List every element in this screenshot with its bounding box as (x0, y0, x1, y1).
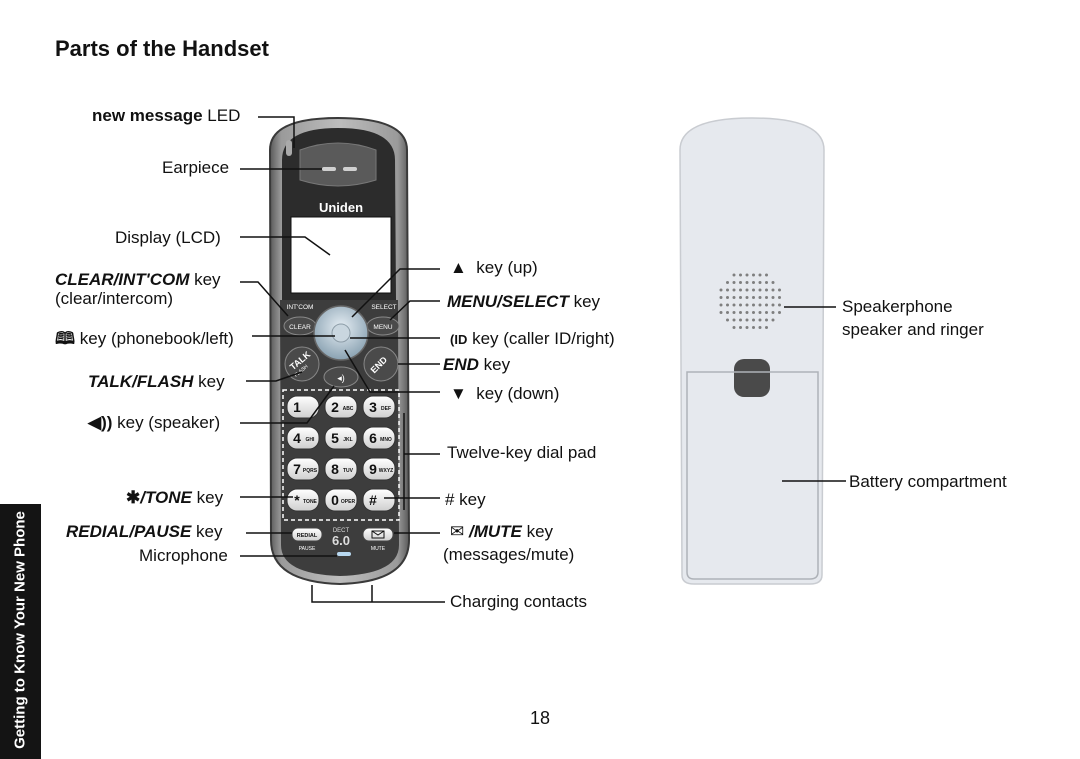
svg-text:WXYZ: WXYZ (379, 468, 393, 474)
dial-key-3: 3 DEF (362, 395, 396, 419)
callout-speakerphone: Speakerphone (842, 297, 953, 316)
microphone (337, 552, 351, 556)
svg-text:JKL: JKL (343, 437, 352, 443)
side-tab (0, 504, 41, 759)
svg-text:TUV: TUV (343, 468, 354, 474)
svg-text:GHI: GHI (306, 437, 316, 443)
svg-text:6: 6 (369, 430, 377, 446)
speaker-icon: ◀)) (88, 413, 113, 432)
svg-text:2: 2 (331, 399, 339, 415)
svg-text:0: 0 (331, 492, 339, 508)
dial-key-8: 8 TUV (324, 457, 358, 481)
redial-key (291, 527, 323, 542)
page-title: Parts of the Handset (55, 36, 269, 61)
svg-text:7: 7 (293, 461, 301, 477)
svg-text:DECT: DECT (333, 528, 350, 534)
svg-text:◂): ◂) (337, 373, 345, 383)
callout-phonebook: 🕮 key (phonebook/left) (55, 329, 234, 348)
battery-latch (734, 359, 770, 397)
svg-text:9: 9 (369, 461, 377, 477)
callout-menu-key: MENU/SELECT key (447, 292, 601, 311)
dialpad-outline (282, 389, 400, 521)
talk-key (284, 346, 320, 382)
dial-key-4: 4 GHI (286, 426, 320, 450)
svg-text:ABC: ABC (343, 406, 354, 412)
envelope-icon: ✉ (450, 522, 465, 541)
callout-charging: Charging contacts (450, 592, 588, 611)
svg-text:#: # (369, 492, 377, 508)
callout-mute-key: ✉ /MUTE key (450, 522, 554, 541)
callout-hash: # key (445, 490, 486, 509)
side-tab-label: Getting to Know Your New Phone (11, 511, 29, 749)
svg-text:MENU: MENU (373, 324, 392, 331)
page-number: 18 (530, 708, 551, 728)
callout-up-key: ▲ key (up) (450, 258, 538, 277)
callout-dialpad: Twelve-key dial pad (447, 443, 597, 462)
phonebook-icon: 🕮 (55, 329, 76, 348)
dial-key-star: *TONE (286, 488, 320, 512)
svg-text:OPER: OPER (341, 499, 356, 505)
dial-key-1: 1 (286, 395, 320, 419)
svg-text:TONE: TONE (303, 499, 317, 505)
callout-clear-key-sub: (clear/intercom) (55, 289, 174, 308)
earpiece (299, 142, 377, 187)
callout-clear-key: CLEAR/INT'COM key (55, 270, 221, 289)
lcd-display (290, 216, 392, 294)
callerid-icon: (ID (450, 332, 468, 347)
battery-cover (686, 371, 819, 580)
svg-text:CLEAR: CLEAR (289, 324, 311, 331)
callout-talk-key: TALK/FLASH key (88, 372, 225, 391)
callout-redial-key: REDIAL/PAUSE key (66, 522, 223, 541)
callout-speaker: ◀)) key (speaker) (88, 413, 221, 432)
callout-down-key: ▼ key (down) (450, 384, 560, 403)
callout-end-key: END key (443, 355, 511, 374)
dial-key-hash: # (362, 488, 396, 512)
led (286, 140, 292, 156)
speaker-key (323, 366, 359, 388)
up-arrow-icon: ▲ (450, 258, 467, 277)
svg-text:1: 1 (293, 399, 301, 415)
svg-text:4: 4 (293, 430, 301, 446)
brand-logo: Uniden (319, 200, 363, 215)
svg-text:SELECT: SELECT (371, 304, 396, 311)
star-icon: ✱ (126, 488, 141, 507)
svg-text:MNO: MNO (380, 437, 392, 443)
svg-text:REDIAL: REDIAL (297, 533, 318, 539)
svg-text:INT'COM: INT'COM (287, 304, 314, 311)
dial-key-2: 2 ABC (324, 395, 358, 419)
callout-mute-sub: (messages/mute) (443, 545, 575, 564)
svg-text:6.0: 6.0 (332, 533, 350, 548)
svg-text:PQRS: PQRS (303, 468, 318, 474)
callout-callerid: (ID key (caller ID/right) (450, 329, 615, 348)
speaker-grille (719, 273, 781, 329)
svg-text:8: 8 (331, 461, 339, 477)
callout-tone-key: ✱/TONE key (126, 488, 224, 507)
callout-microphone: Microphone (139, 546, 228, 565)
svg-text:MUTE: MUTE (371, 546, 386, 552)
svg-text:*: * (294, 492, 300, 508)
callout-earpiece: Earpiece (162, 158, 230, 177)
callout-battery: Battery compartment (849, 472, 1007, 491)
svg-text:3: 3 (369, 399, 377, 415)
callout-display: Display (LCD) (115, 228, 221, 247)
dial-key-5: 5 JKL (324, 426, 358, 450)
svg-text:PAUSE: PAUSE (299, 546, 316, 552)
handset-back (679, 117, 825, 585)
down-arrow-icon: ▼ (450, 384, 467, 403)
svg-text:DEF: DEF (381, 406, 391, 412)
svg-text:5: 5 (331, 430, 339, 446)
callout-new-message-led: new message LED (92, 106, 241, 125)
charging-contacts-bracket (311, 585, 445, 603)
callout-speakerphone-sub: speaker and ringer (842, 320, 984, 339)
